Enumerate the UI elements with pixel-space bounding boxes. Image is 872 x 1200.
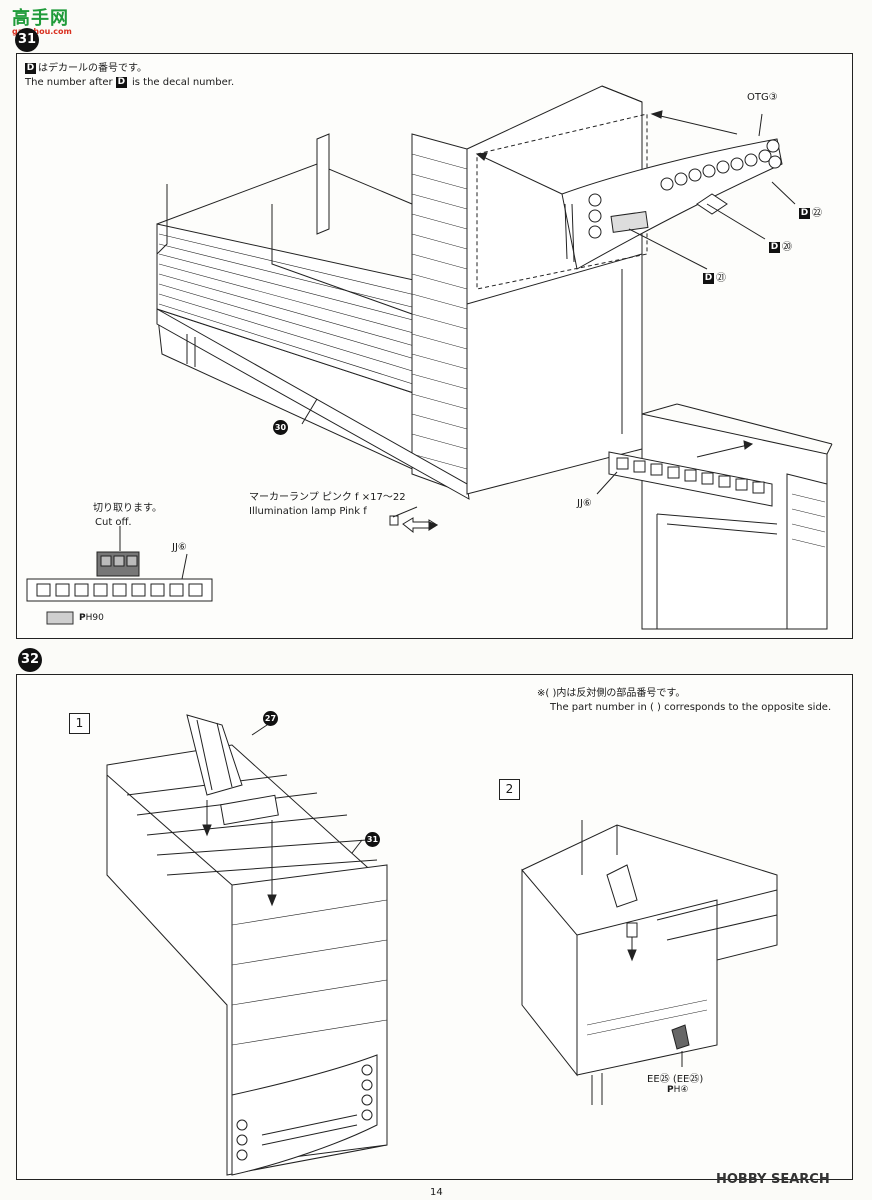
watermark-logo-text: 高手网 (12, 8, 69, 29)
watermark-logo: 高手网 gaoshou.com (12, 4, 72, 36)
part-27-marker: 27 (263, 711, 278, 726)
decal-badge-inline: D (115, 76, 127, 88)
hobby-search-logo: HOBBY SEARCH (716, 1172, 830, 1187)
part-30-marker: 30 (273, 420, 288, 435)
lamp-note-en: Illumination lamp Pink f (249, 506, 367, 517)
decal-note-en-pre: The number after (25, 77, 116, 88)
decal-note-en-post: is the decal number. (128, 77, 235, 88)
jj6-right-label: JJ⑥ (577, 498, 592, 509)
substep-2: 2 (499, 779, 520, 800)
cut-note-en: Cut off. (95, 517, 132, 528)
lamp-note-jp: マーカーランプ ピンク f ×17〜22 (249, 492, 406, 503)
step-31-drawing (26, 85, 833, 630)
cut-note-jp: 切り取ります。 (93, 503, 162, 514)
paint-ref-31: PH90 (79, 613, 104, 623)
step-32-panel: ※( )内は反対側の部品番号です。 The part number in ( )… (16, 674, 853, 1180)
step-32-drawing (106, 714, 778, 1176)
otg-label: OTG③ (747, 92, 778, 103)
ee25-label: EE㉕ (EE㉕) (647, 1074, 704, 1085)
decal-badge: D (25, 62, 36, 74)
part-31-marker: 31 (365, 832, 380, 847)
page-number: 14 (430, 1187, 443, 1198)
paint-ref-32: PH④ (667, 1085, 689, 1095)
opposite-side-note-jp: ※( )内は反対側の部品番号です。 (537, 688, 686, 699)
hobby-search-logo-text: HOBBY SEARCH (716, 1172, 830, 1187)
substep-1: 1 (69, 713, 90, 734)
step-31-number: 31 (15, 28, 39, 52)
decal-note-en: The number after D is the decal number. (25, 76, 234, 89)
opposite-side-note-en: The part number in ( ) corresponds to th… (550, 702, 832, 713)
decal-note-jp-text: はデカールの番号です。 (38, 63, 147, 74)
watermark-logo-sub: gaoshou.com (12, 27, 72, 36)
jj6-left-label: JJ⑥ (172, 542, 187, 553)
step-32-number: 32 (18, 648, 42, 672)
